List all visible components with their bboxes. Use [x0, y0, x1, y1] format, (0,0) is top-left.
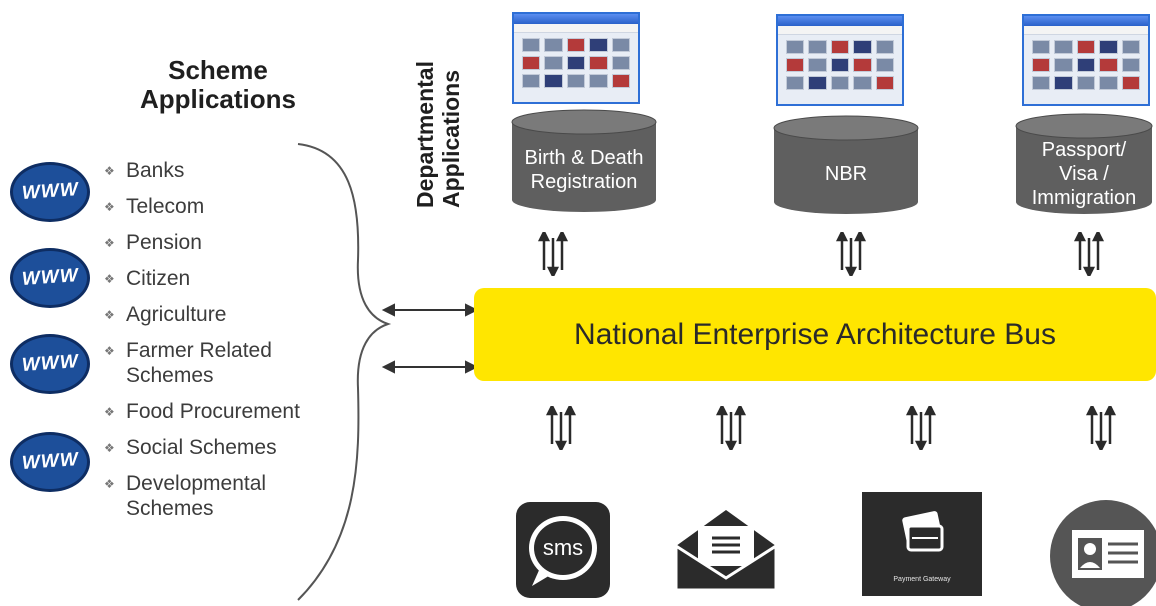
dept-title-line-2: Applications [438, 69, 464, 208]
vertical-triple-arrow-icon [1085, 406, 1117, 450]
list-item-label: Farmer Related [126, 339, 272, 362]
id-card-icon [1050, 500, 1156, 606]
www-badge-icon: WWW [10, 432, 90, 492]
application-screen-thumbnail [1022, 14, 1150, 106]
vertical-triple-arrow-icon [715, 406, 747, 450]
database-label-nbr: NBR [771, 162, 921, 186]
database-label-line: NBR [824, 163, 868, 185]
list-item-label: Schemes [126, 497, 214, 520]
vertical-triple-arrow-icon [545, 406, 577, 450]
bus-label: National Enterprise Architecture Bus [574, 317, 1056, 351]
list-item-label: Telecom [126, 195, 205, 218]
list-item: Social Schemes [104, 435, 354, 461]
www-badge-icon: WWW [10, 248, 90, 308]
list-item: Pension [104, 230, 354, 256]
list-item-label: Social Schemes [126, 436, 277, 459]
www-badge-label: WWW [20, 351, 80, 376]
national-enterprise-architecture-bus: National Enterprise Architecture Bus [474, 288, 1156, 381]
connector-brace [297, 143, 479, 601]
www-badge-icon: WWW [10, 162, 90, 222]
database-label-line: Birth & Death [524, 147, 644, 169]
scheme-title-line-2: Applications [139, 84, 296, 114]
list-item-label: Citizen [126, 267, 191, 290]
vertical-triple-arrow-icon [835, 232, 867, 276]
scheme-title-line-1: Scheme [168, 55, 268, 85]
scheme-list: Banks Telecom Pension Citizen Agricultur… [104, 158, 354, 532]
www-badge-label: WWW [20, 449, 80, 474]
database-label-line: Immigration [1031, 187, 1137, 209]
database-label-line: Registration [530, 171, 638, 193]
payment-gateway-caption: Payment Gateway [893, 576, 951, 583]
list-item: Agriculture [104, 302, 354, 328]
list-item-label: Developmental [126, 472, 267, 495]
scheme-applications-title: Scheme Applications [118, 56, 318, 114]
dept-title-line-1: Departmental [412, 61, 438, 208]
list-item: Farmer Related Schemes [104, 338, 354, 388]
list-item: Telecom [104, 194, 354, 220]
www-badge-label: WWW [20, 179, 80, 204]
list-item: Food Procurement [104, 399, 354, 425]
database-label-line: Passport/ [1041, 139, 1127, 161]
payment-gateway-tile: Payment Gateway [862, 492, 982, 596]
list-item-label: Pension [126, 231, 202, 254]
sms-label: sms [542, 535, 584, 560]
database-cylinder-icon [511, 109, 657, 212]
list-item-label: Banks [126, 159, 185, 182]
bidirectional-arrow-icon [381, 303, 479, 317]
application-screen-thumbnail [512, 12, 640, 104]
vertical-triple-arrow-icon [537, 232, 569, 276]
list-item: Banks [104, 158, 354, 184]
application-screen-thumbnail [776, 14, 904, 106]
database-cylinder-icon [773, 115, 919, 214]
www-badge-icon: WWW [10, 334, 90, 394]
departmental-applications-title: Departmental Applications [412, 8, 482, 208]
sms-icon: sms [516, 502, 610, 598]
sms-bubble-shape [529, 516, 597, 586]
database-cylinder-icon [1015, 113, 1153, 214]
email-envelope-icon [674, 510, 778, 592]
payment-card-icon [902, 511, 944, 552]
vertical-triple-arrow-icon [1073, 232, 1105, 276]
list-item: Developmental Schemes [104, 471, 354, 521]
curly-brace [297, 143, 392, 601]
www-badge-label: WWW [20, 265, 80, 290]
database-label-birth-death: Birth & Death Registration [509, 146, 659, 194]
list-item-label: Schemes [126, 364, 214, 387]
vertical-triple-arrow-icon [905, 406, 937, 450]
list-item-label: Food Procurement [126, 400, 300, 423]
list-item-label: Agriculture [126, 303, 227, 326]
database-label-passport: Passport/ Visa / Immigration [1010, 138, 1156, 210]
list-item: Citizen [104, 266, 354, 292]
bidirectional-arrow-icon [381, 360, 479, 374]
database-label-line: Visa / [1059, 163, 1109, 185]
